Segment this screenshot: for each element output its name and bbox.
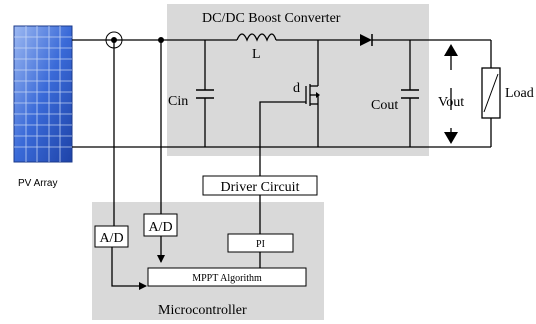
junction-dot: [158, 37, 164, 43]
adc-left-label: A/D: [99, 231, 123, 246]
driver-circuit-label: Driver Circuit: [221, 180, 300, 195]
cout-capacitor-icon: [401, 89, 419, 99]
switch-label: d: [293, 81, 300, 96]
driver-circuit-box: [202, 175, 318, 196]
load-label: Load: [505, 86, 534, 101]
pv-array-label: PV Array: [18, 178, 57, 189]
load-resistor-icon: [481, 67, 501, 119]
vout-arrow-icon: [444, 44, 458, 144]
vout-label: Vout: [438, 95, 464, 110]
cout-label: Cout: [371, 98, 398, 113]
converter-title: DC/DC Boost Converter: [202, 11, 341, 26]
adc-right-label: A/D: [148, 220, 172, 235]
pi-label: PI: [256, 239, 265, 250]
mppt-algorithm-box: [147, 267, 307, 287]
current-sensor-icon: [105, 31, 123, 49]
inductor-label: L: [252, 47, 261, 62]
mppt-algorithm-label: MPPT Algorithm: [192, 273, 262, 284]
cin-capacitor-icon: [196, 89, 214, 99]
adc-right-box: [143, 213, 178, 237]
converter-panel: [167, 4, 429, 156]
diode-icon: [360, 34, 373, 46]
adc-left-box: [94, 225, 129, 248]
pi-controller-box: [227, 233, 294, 253]
microcontroller-panel: [92, 202, 324, 320]
inductor-icon: [236, 33, 277, 42]
cin-label: Cin: [168, 94, 188, 109]
junction-dot: [111, 37, 117, 43]
pv-array-panel: [13, 25, 73, 163]
mosfet-switch-icon: [305, 84, 320, 106]
microcontroller-label: Microcontroller: [158, 303, 247, 318]
circuit-wires: [72, 39, 492, 290]
